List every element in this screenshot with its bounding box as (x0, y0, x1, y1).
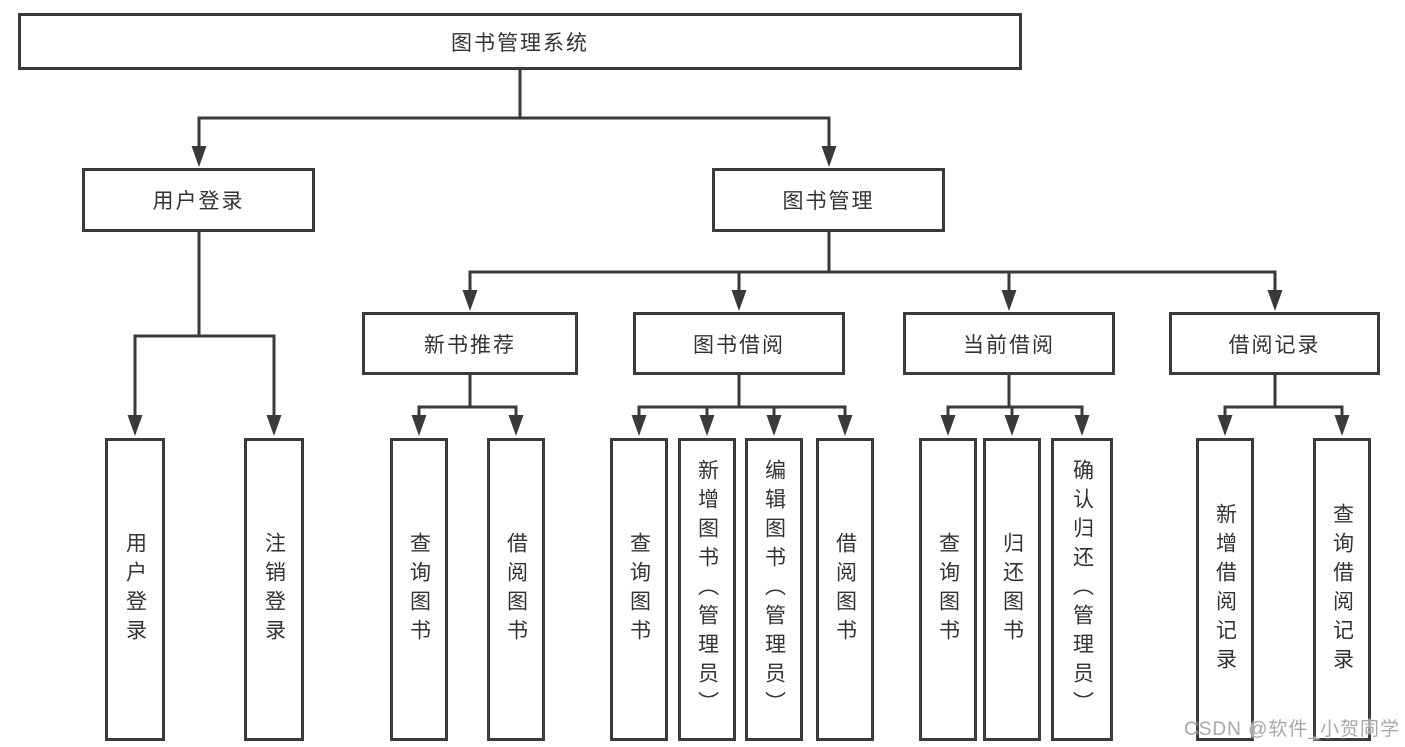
leaf-query-borrow-record: 查询借阅记录 (1313, 438, 1371, 741)
leaf-add-book-admin: 新增图书（管理员） (678, 438, 736, 741)
leaf-edit-book-admin: 编辑图书（管理员） (745, 438, 803, 741)
leaf-edit-book-admin-label: 编辑图书（管理员） (762, 459, 786, 720)
leaf-confirm-return-admin-label: 确认归还（管理员） (1070, 459, 1094, 720)
leaf-newrec-borrow-book-label: 借阅图书 (504, 531, 528, 648)
leaf-borrow-query-book: 查询图书 (610, 438, 668, 741)
node-current-borrow: 当前借阅 (903, 312, 1115, 375)
node-root: 图书管理系统 (18, 13, 1022, 70)
leaf-current-query-book: 查询图书 (919, 438, 977, 741)
leaf-borrow-query-book-label: 查询图书 (627, 531, 651, 648)
leaf-query-borrow-record-label: 查询借阅记录 (1330, 502, 1354, 677)
leaf-borrow-book: 借阅图书 (816, 438, 874, 741)
leaf-user-login: 用户登录 (105, 438, 165, 741)
node-borrow-record: 借阅记录 (1169, 312, 1380, 375)
csdn-watermark: CSDN @软件_小贺同学 (1184, 719, 1400, 740)
leaf-add-borrow-record: 新增借阅记录 (1196, 438, 1254, 741)
leaf-logout-label: 注销登录 (262, 531, 286, 648)
node-new-book-recommend: 新书推荐 (362, 312, 578, 375)
leaf-newrec-query-book: 查询图书 (390, 438, 448, 741)
leaf-newrec-borrow-book: 借阅图书 (487, 438, 545, 741)
leaf-current-query-book-label: 查询图书 (936, 531, 960, 648)
node-book-management: 图书管理 (712, 168, 945, 232)
leaf-confirm-return-admin: 确认归还（管理员） (1051, 438, 1113, 741)
arrowheads (127, 146, 1350, 436)
leaf-borrow-book-label: 借阅图书 (833, 531, 857, 648)
leaf-return-book-label: 归还图书 (1000, 531, 1024, 648)
node-user-login: 用户登录 (82, 168, 315, 232)
leaf-return-book: 归还图书 (983, 438, 1041, 741)
leaf-add-borrow-record-label: 新增借阅记录 (1213, 502, 1237, 677)
node-book-borrow: 图书借阅 (633, 312, 845, 375)
leaf-user-login-label: 用户登录 (123, 531, 147, 648)
leaf-logout: 注销登录 (244, 438, 304, 741)
leaf-add-book-admin-label: 新增图书（管理员） (695, 459, 719, 720)
leaf-newrec-query-book-label: 查询图书 (407, 531, 431, 648)
